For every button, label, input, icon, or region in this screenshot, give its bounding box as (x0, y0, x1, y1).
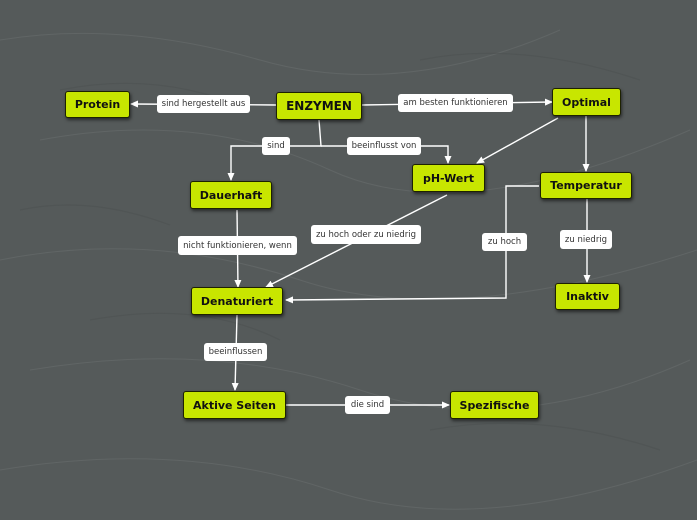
link-label-zu-hoch: zu hoch (482, 233, 527, 251)
link-label-hoch-niedrig: zu hoch oder zu niedrig (311, 225, 421, 244)
node-enzymen[interactable]: ENZYMEN (276, 92, 362, 120)
link-label-nicht-funktionieren: nicht funktionieren, wenn (178, 236, 297, 255)
link-label-besten: am besten funktionieren (398, 94, 513, 112)
node-optimal[interactable]: Optimal (552, 88, 621, 116)
node-denaturiert[interactable]: Denaturiert (191, 287, 283, 315)
node-dauerhaft[interactable]: Dauerhaft (190, 181, 272, 209)
node-protein[interactable]: Protein (65, 91, 130, 118)
link-label-sind: sind (262, 137, 290, 155)
link-label-beeinflusst: beeinflusst von (347, 137, 421, 155)
link-label-beeinflussen: beeinflussen (204, 343, 267, 361)
link-label-zu-niedrig: zu niedrig (560, 230, 612, 249)
link-label-hergestellt: sind hergestellt aus (157, 95, 250, 113)
node-aktive-seiten[interactable]: Aktive Seiten (183, 391, 286, 419)
node-temperatur[interactable]: Temperatur (540, 172, 632, 199)
node-inaktiv[interactable]: Inaktiv (555, 283, 620, 310)
node-ph-wert[interactable]: pH-Wert (412, 164, 485, 192)
node-spezifische[interactable]: Spezifische (450, 391, 539, 419)
link-label-die-sind: die sind (345, 396, 390, 414)
edge-optimal-ph-wert (476, 117, 559, 164)
